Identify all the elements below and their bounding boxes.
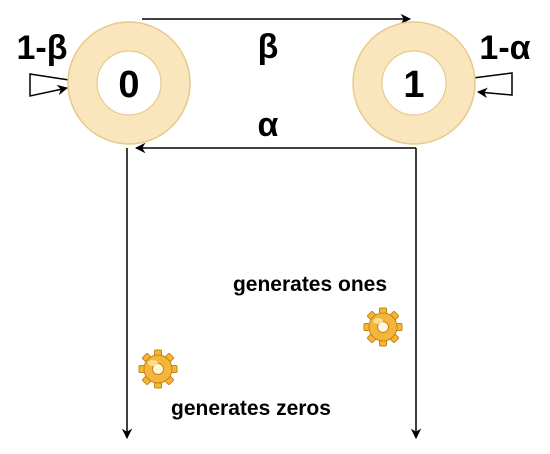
self-loop-one-label: 1-α xyxy=(479,29,530,67)
self-loop-zero-arrow xyxy=(29,73,70,97)
state-zero-label: 0 xyxy=(118,64,139,106)
self-loop-one-arrow xyxy=(472,72,513,99)
self-loop-zero-label: 1-β xyxy=(17,29,68,67)
transition-one-to-zero-label: α xyxy=(258,106,279,144)
state-zero-output-label: generates zeros xyxy=(171,397,331,420)
state-one-label: 1 xyxy=(403,64,424,106)
gear-icon xyxy=(363,307,403,347)
state-zero-center xyxy=(96,50,162,116)
state-one-node: 1 xyxy=(352,21,476,145)
state-one-output-label: generates ones xyxy=(233,273,387,296)
state-one-center xyxy=(381,50,447,116)
transition-zero-to-one-label: β xyxy=(258,28,279,66)
gear-icon xyxy=(138,349,178,389)
state-zero-node: 0 xyxy=(67,21,191,145)
